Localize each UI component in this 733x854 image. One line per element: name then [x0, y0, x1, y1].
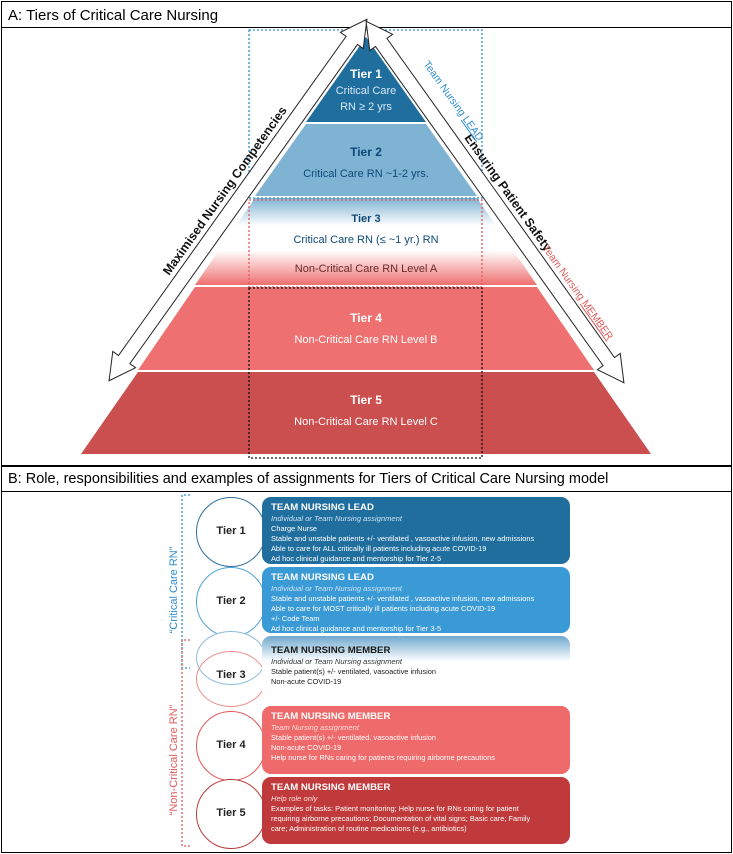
tier-4-card-line: Stable patient(s) +/- ventilated, vasoac… — [271, 733, 436, 742]
tier-1-title: Tier 1 — [350, 67, 382, 81]
tier-4-5-outline — [248, 287, 483, 459]
tier-1-band — [306, 37, 426, 122]
tier-4-circle-label: Tier 4 — [216, 739, 246, 751]
tier-4-line1: Non-Critical Care RN Level B — [294, 334, 437, 346]
tier-3-line2: Non-Critical Care RN Level A — [295, 263, 438, 275]
tier-4-card-line: Non-acute COVID-19 — [271, 743, 342, 752]
noncritical-care-label: “Non-Critical Care RN” — [168, 704, 180, 815]
noncritical-bracket — [181, 639, 190, 847]
tier-5-line1: Non-Critical Care RN Level C — [294, 416, 438, 428]
tier-5-card-line: requiring airborne precautions; Document… — [271, 814, 531, 823]
tier-4-band — [138, 287, 594, 370]
tier-2-band — [255, 124, 477, 196]
tier-1-card: TEAM NURSING LEAD Individual or Team Nur… — [262, 497, 570, 564]
tier-5-card-sub: Help role only — [271, 794, 318, 803]
tier-3-band — [195, 198, 537, 285]
tier-4-card-line: Help nurse for RNs caring for patients r… — [271, 753, 495, 762]
tier-1-card-line: Able to care for ALL critically ill pati… — [271, 544, 487, 553]
critical-bracket — [181, 494, 190, 669]
tier-1-card-sub: Individual or Team Nursing assignment — [271, 514, 402, 523]
panel-a-frame — [1, 1, 732, 466]
critical-care-label: “Critical Care RN” — [168, 546, 180, 633]
team-member-outline — [248, 199, 483, 288]
tier-2-card-line: Stable and unstable patients +/- ventila… — [271, 594, 535, 603]
tier-1-circle-label: Tier 1 — [216, 525, 246, 537]
tier-2-card-line: Able to care for MOST critically ill pat… — [271, 604, 496, 613]
tier-2-circle-label: Tier 2 — [216, 595, 246, 607]
tier-2-card-line: +/- Code Team — [271, 614, 320, 623]
tier-4-card-heading: TEAM NURSING MEMBER — [271, 711, 391, 722]
panel-b-title: B: Role, responsibilities and examples o… — [8, 471, 609, 487]
tier-4-circle — [196, 711, 266, 781]
tier-4-card: TEAM NURSING MEMBER Team Nursing assignm… — [262, 706, 570, 774]
tier-3-card-line: Stable patient(s) +/- ventilated, vasoac… — [271, 667, 436, 676]
tier-3-card-heading: TEAM NURSING MEMBER — [271, 645, 391, 656]
tier-2-card-heading: TEAM NURSING LEAD — [271, 572, 374, 583]
tier-5-title: Tier 5 — [350, 393, 382, 407]
tier-1-card-line: Stable and unstable patients +/- ventila… — [271, 534, 535, 543]
tier-2-card-sub: Individual or Team Nursing assignment — [271, 584, 402, 593]
tier-3-card: TEAM NURSING MEMBER Individual or Team N… — [262, 636, 570, 703]
tier-2-line1: Critical Care RN ~1-2 yrs. — [303, 168, 429, 180]
tier-5-circle-label: Tier 5 — [216, 807, 246, 819]
tier-3-line1: Critical Care RN (≤ ~1 yr.) RN — [293, 234, 438, 246]
panel-b-frame — [1, 466, 732, 853]
tier-5-card-line: care; Administration of routine medicati… — [271, 824, 467, 833]
tier-1-card-heading: TEAM NURSING LEAD — [271, 502, 374, 513]
tier-5-card: TEAM NURSING MEMBER Help role only Examp… — [262, 777, 570, 844]
tier-3-card-line: Non-acute COVID-19 — [271, 677, 342, 686]
tier-5-circle — [196, 779, 266, 849]
tier-3-title: Tier 3 — [351, 213, 380, 225]
tier-5-card-line: Examples of tasks: Patient monitoring; H… — [271, 804, 519, 813]
tier-4-title: Tier 4 — [350, 311, 382, 325]
tier-3-card-sub: Individual or Team Nursing assignment — [271, 657, 402, 666]
pyramid-diagram: Tier 1 Critical Care RN ≥ 2 yrs Tier 2 C… — [81, 18, 651, 459]
panel-b-title-divider — [1, 491, 732, 492]
tier-1-line2: RN ≥ 2 yrs — [340, 101, 392, 113]
tier-2-card-line: Ad hoc clinical guidance and mentorship … — [271, 624, 442, 633]
tier-5-card-heading: TEAM NURSING MEMBER — [271, 782, 391, 793]
tier-4-card-sub: Team Nursing assignment — [271, 723, 359, 732]
tier-1-card-line: Charge Nurse — [271, 524, 318, 533]
tier-2-card: TEAM NURSING LEAD Individual or Team Nur… — [262, 567, 570, 633]
panel-a-title: A: Tiers of Critical Care Nursing — [8, 7, 219, 24]
tier-1-card-line: Ad hoc clinical guidance and mentorship … — [271, 554, 442, 563]
tier-3-circle-label: Tier 3 — [216, 669, 246, 681]
tier-1-line1: Critical Care — [336, 85, 397, 97]
tier-2-title: Tier 2 — [350, 145, 382, 159]
tier-5-band — [81, 372, 651, 454]
